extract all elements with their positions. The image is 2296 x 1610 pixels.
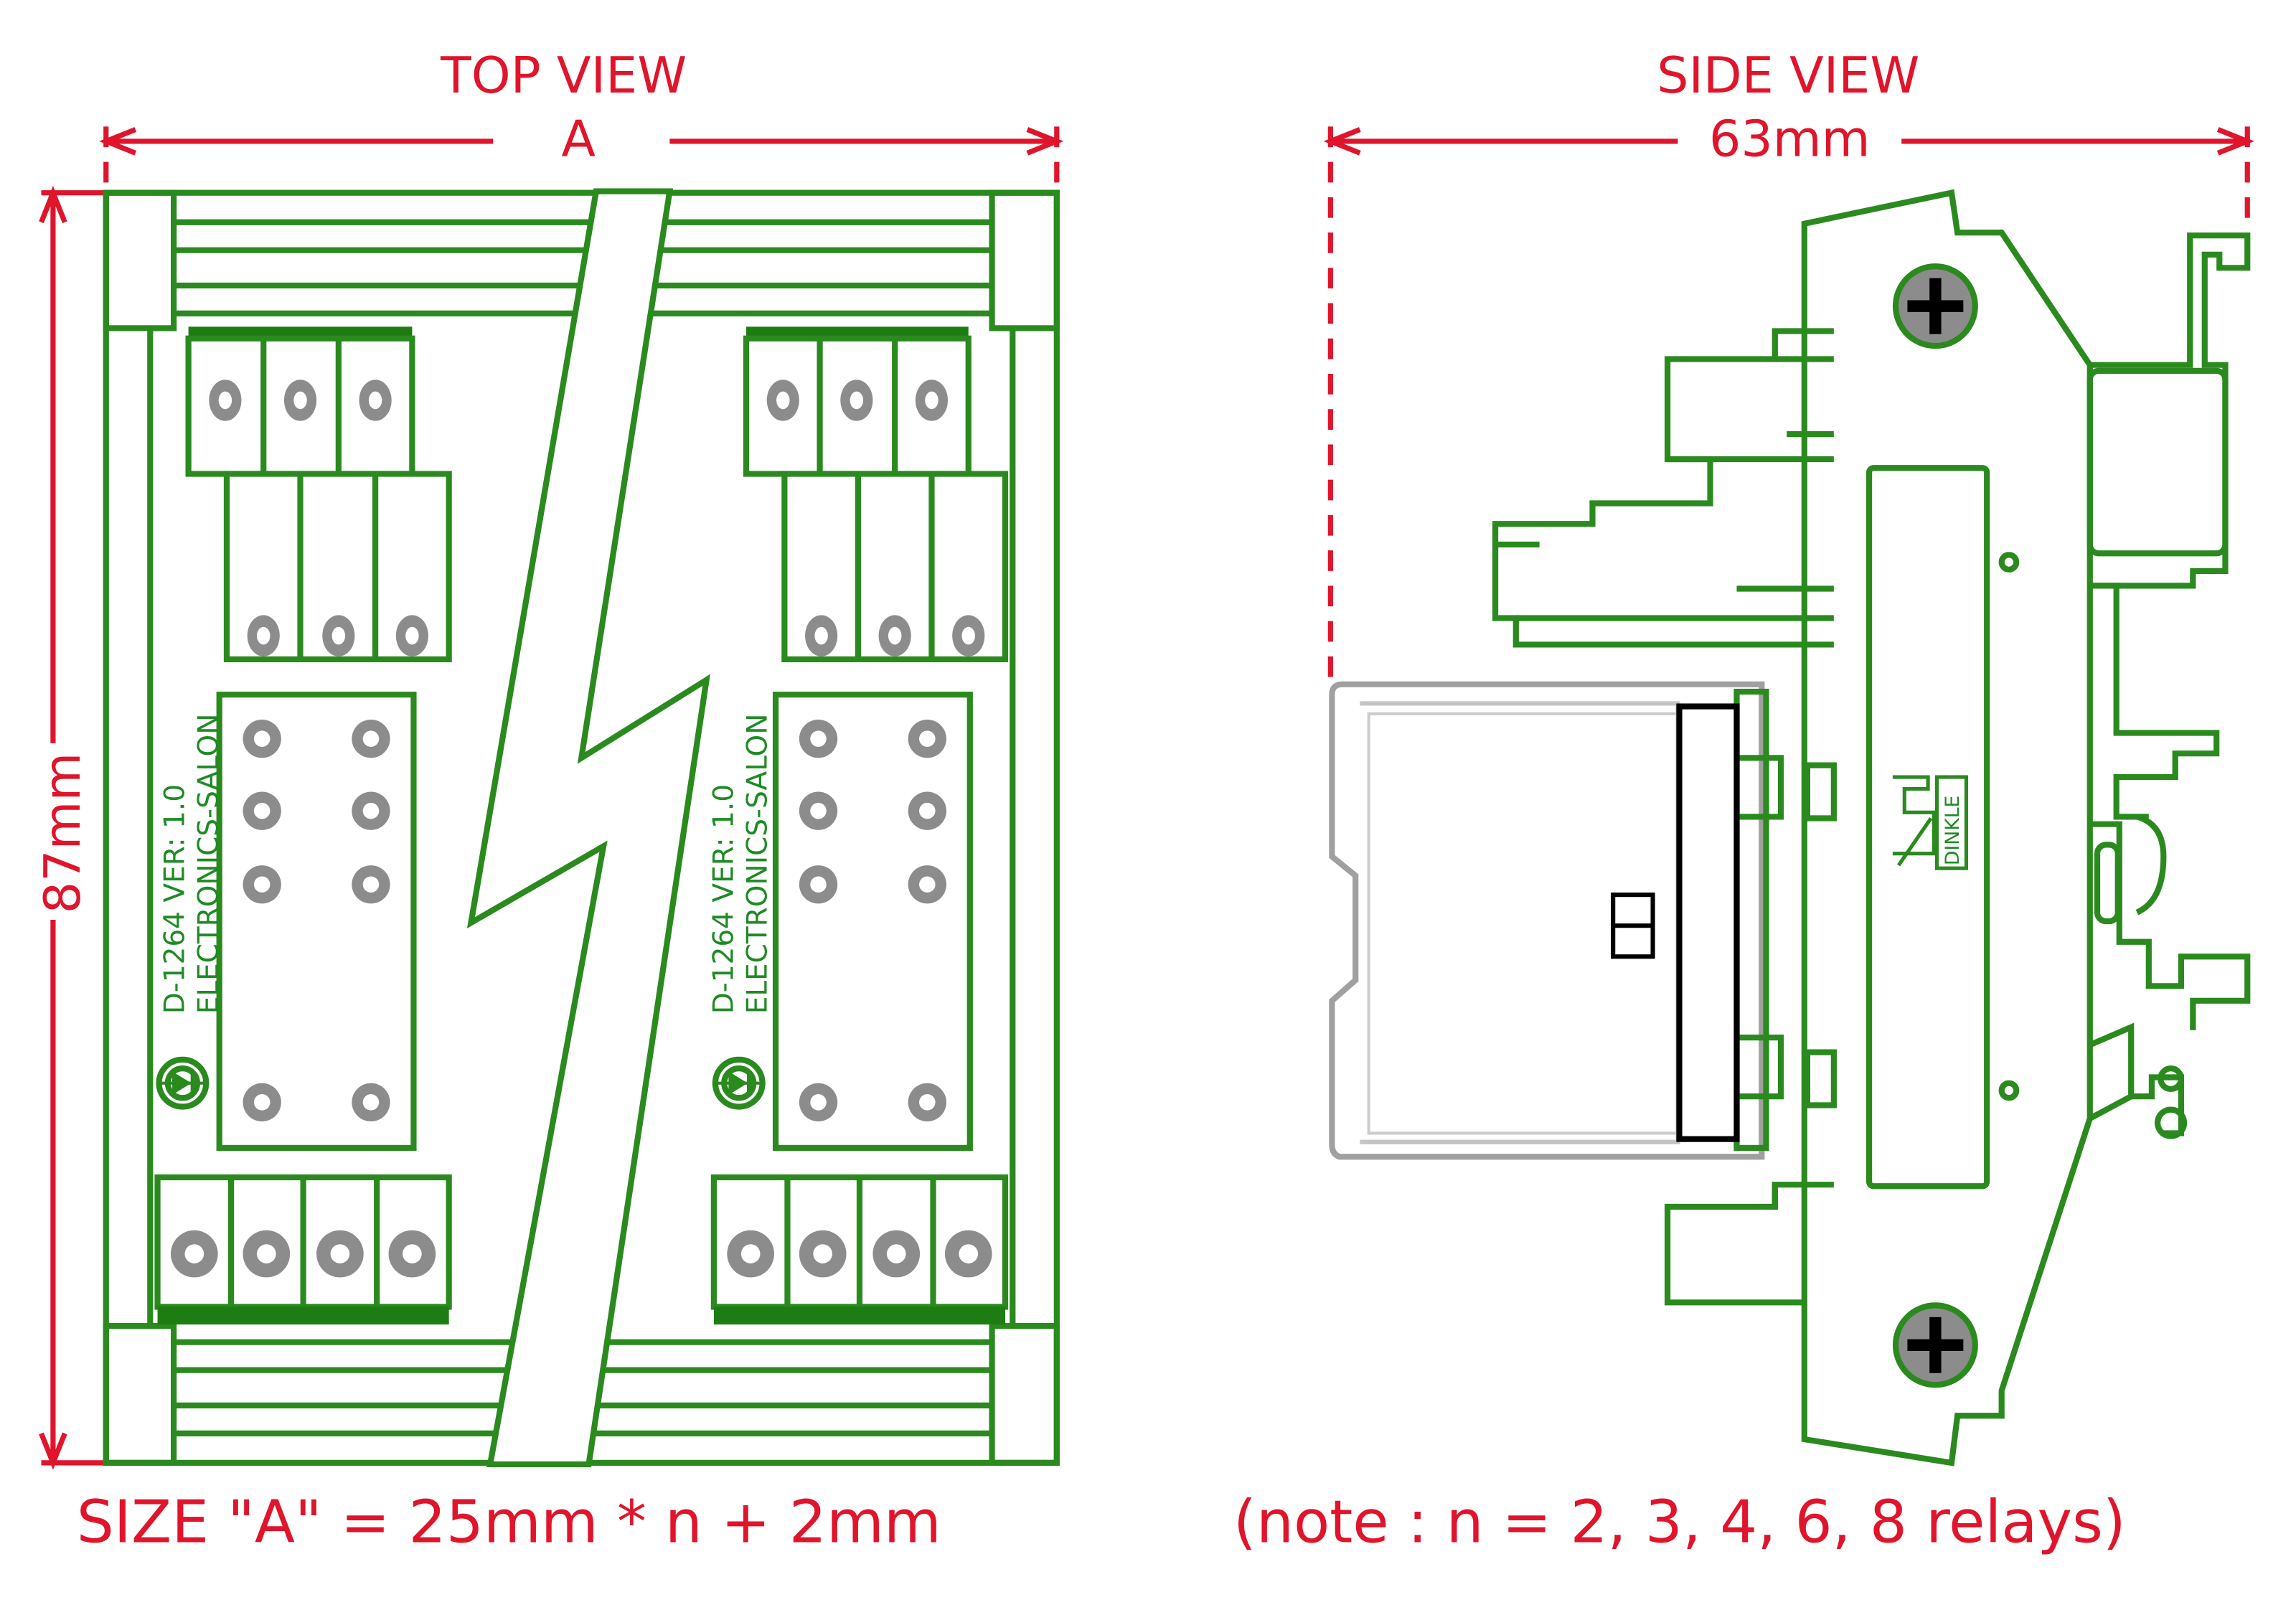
terminal-screw	[727, 1230, 774, 1278]
relay-socket-body	[1801, 189, 2093, 1467]
terminal-screw	[359, 380, 392, 421]
board-maker-text: ELECTRONICS-SALON	[193, 714, 225, 1015]
dimension-87mm	[39, 186, 106, 1470]
terminal-screw	[799, 1230, 847, 1278]
relay-count-note: (note : n = 2, 3, 4, 6, 8 relays)	[1233, 1489, 2126, 1557]
terminal-screw	[316, 1230, 364, 1278]
board-maker-text: ELECTRONICS-SALON	[742, 714, 774, 1015]
terminal-screw	[388, 1230, 436, 1278]
terminal-screw	[209, 380, 242, 421]
terminal-screw	[840, 380, 873, 421]
upper-terminal-housing	[1492, 328, 1834, 648]
terminal-screw	[395, 615, 428, 656]
dimension-a	[99, 126, 1064, 194]
lower-terminal-housing	[1664, 1182, 1834, 1306]
dimension-63mm-label: 63mm	[1709, 110, 1871, 168]
terminal-screw	[283, 380, 317, 421]
relay-body	[1676, 703, 1740, 1142]
terminal-screw	[247, 615, 280, 656]
phillips-screw-icon	[1892, 1302, 1978, 1388]
dimension-63mm	[1323, 126, 2254, 692]
terminal-screw	[952, 615, 985, 656]
top-view-title: TOP VIEW	[440, 47, 687, 105]
diode-icon	[156, 1056, 210, 1110]
side-view: DINKLE	[1329, 189, 2251, 1467]
terminal-screw	[171, 1230, 218, 1278]
dimension-a-label: A	[561, 110, 596, 168]
terminal-screw	[878, 615, 911, 656]
terminal-screw	[243, 1230, 291, 1278]
diode-icon	[712, 1056, 766, 1110]
top-view: D-1264 VER: 1.0 ELECTRONICS-SALON	[103, 188, 1060, 1468]
phillips-screw-icon	[1892, 263, 1978, 349]
din-clip	[2086, 232, 2251, 1139]
dimension-87mm-label: 87mm	[34, 753, 92, 914]
relay-module-left: D-1264 VER: 1.0 ELECTRONICS-SALON	[154, 326, 452, 1325]
relay-footprint	[772, 692, 973, 1152]
dinkle-text: DINKLE	[1942, 796, 1964, 866]
dinkle-logo-icon: DINKLE	[1892, 775, 1969, 870]
terminal-screw	[872, 1230, 921, 1278]
relay-footprint	[216, 692, 417, 1152]
board-model-text: D-1264 VER: 1.0	[159, 784, 191, 1014]
relay-module-right: D-1264 VER: 1.0 ELECTRONICS-SALON	[708, 326, 1009, 1325]
side-view-title: SIDE VIEW	[1657, 47, 1919, 105]
terminal-screw	[944, 1230, 992, 1278]
label-plate	[1866, 465, 1990, 1190]
break-symbol	[466, 188, 711, 1468]
terminal-screw	[915, 380, 949, 421]
terminal-screw	[322, 615, 355, 656]
terminal-screw	[766, 380, 799, 421]
size-formula-text: SIZE "A" = 25mm * n + 2mm	[77, 1489, 941, 1557]
terminal-screw	[805, 615, 838, 656]
board-model-text: D-1264 VER: 1.0	[708, 784, 740, 1014]
